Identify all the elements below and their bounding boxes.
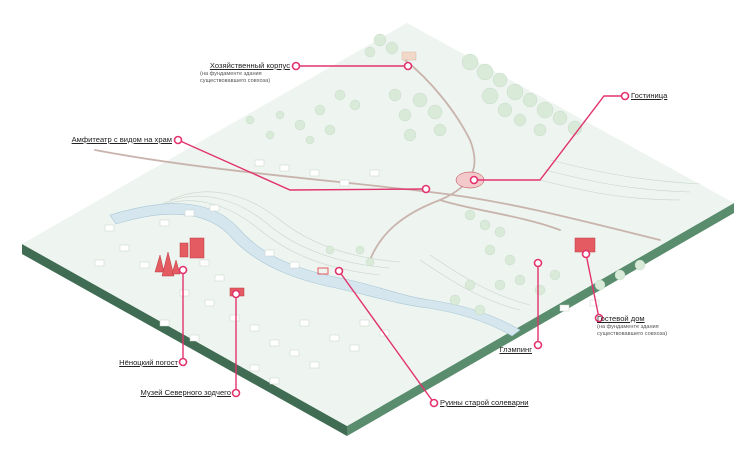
marker-churchyard: [178, 265, 188, 275]
marker-hotel: [469, 175, 479, 185]
marker-glamping: [533, 258, 543, 268]
label-guesthouse-note1: (на фундаменте здания: [597, 324, 659, 330]
callout-line-amphitheatre: [177, 139, 427, 191]
callout-line-guesthouse: [585, 253, 600, 319]
label-churchyard-title: Нёноцкий погост: [119, 358, 178, 367]
label-museum: Музей Северного зодчего: [112, 388, 231, 398]
callout-line-saltworks: [338, 270, 435, 404]
trees: [245, 33, 646, 316]
label-guesthouse-note2: существовавшего совхоза): [597, 331, 668, 337]
label-amphitheatre-title: Амфитеатр с видом на храм: [71, 135, 172, 144]
label-utility: Хозяйственный корпус (на фундаменте здан…: [170, 61, 290, 85]
label-saltworks: Руины старой солеварни: [440, 398, 529, 408]
label-hotel-title: Гостиница: [631, 91, 668, 100]
marker-amphitheatre: [421, 184, 431, 194]
label-glamping-title: Глэмпинг: [499, 345, 532, 354]
contour-lines: [149, 159, 701, 311]
marker-saltworks: [334, 266, 344, 276]
marker-utility: [403, 61, 413, 71]
label-utility-note2: существовавшего совхоза): [200, 78, 271, 84]
label-museum-title: Музей Северного зодчего: [140, 388, 231, 397]
label-guesthouse-title: Гостевой дом: [597, 314, 645, 323]
roads: [94, 59, 661, 261]
label-glamping: Глэмпинг: [480, 345, 532, 355]
callouts: [177, 65, 625, 404]
callout-markers: [173, 61, 630, 408]
label-churchyard: Нёноцкий погост: [96, 358, 178, 368]
label-saltworks-title: Руины старой солеварни: [440, 398, 529, 407]
marker-museum: [231, 289, 241, 299]
label-guesthouse: Гостевой дом (на фундаменте здания сущес…: [597, 314, 667, 338]
utility-building: [401, 51, 417, 61]
label-utility-title: Хозяйственный корпус: [209, 61, 290, 70]
church-building: [154, 254, 165, 273]
houses: [94, 159, 600, 385]
callout-line-hotel: [474, 95, 625, 181]
label-utility-note1: (на фундаменте здания: [200, 71, 262, 77]
saltworks-ruins: [317, 267, 329, 275]
river: [109, 203, 521, 337]
label-hotel: Гостиница: [631, 91, 667, 101]
marker-guesthouse: [581, 249, 591, 259]
ground-edge-left: [22, 244, 347, 436]
label-amphitheatre: Амфитеатр с видом на храм: [40, 135, 172, 145]
